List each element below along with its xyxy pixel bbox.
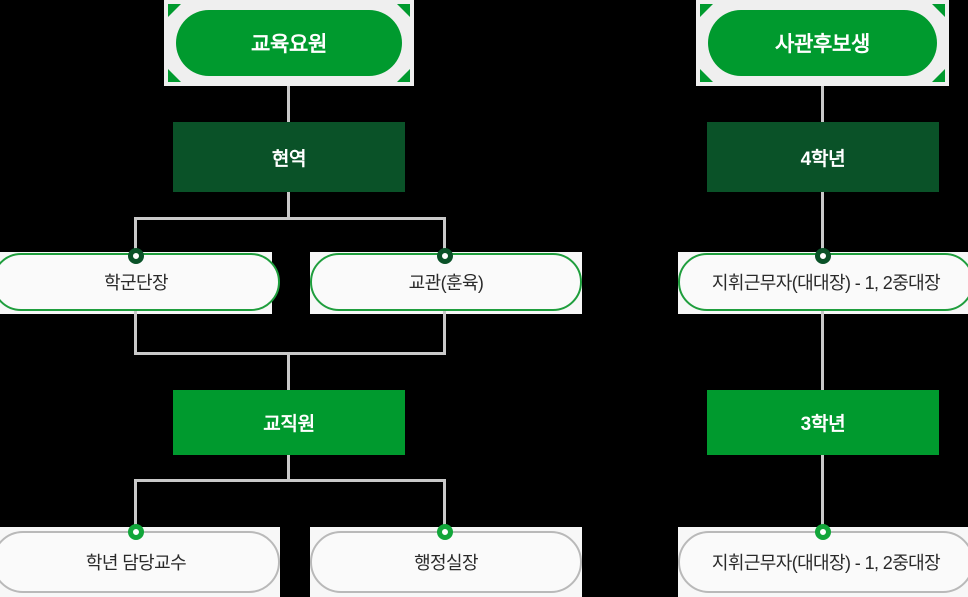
connector-left-band2-drop-a <box>134 479 137 527</box>
connector-dot-left-2a <box>128 524 144 540</box>
band-right-1-label: 4학년 <box>800 148 846 170</box>
pill-left-2a-label: 학년 담당교수 <box>85 553 187 573</box>
connector-right-root-to-band1 <box>821 86 824 122</box>
pill-left-2b-label: 행정실장 <box>414 553 478 573</box>
connector-left-band2-stem <box>287 455 290 481</box>
root-right-label: 사관후보생 <box>774 33 871 56</box>
connector-right-band2-to-pill <box>821 455 824 529</box>
node-pill-left-2b[interactable]: 행정실장 <box>310 531 582 593</box>
band-left-1-label: 현역 <box>271 148 307 170</box>
connector-dot-right-2 <box>815 524 831 540</box>
node-band-left-2[interactable]: 교직원 <box>173 390 405 455</box>
connector-left-band1-drop-a <box>134 217 137 258</box>
node-band-right-1[interactable]: 4학년 <box>707 122 939 192</box>
pill-left-1a-label: 학군단장 <box>104 273 168 293</box>
node-pill-right-2[interactable]: 지휘근무자(대대장) - 1, 2중대장 <box>678 531 968 593</box>
pill-right-1-label: 지휘근무자(대대장) - 1, 2중대장 <box>711 273 941 293</box>
corner-mark-top-left-icon <box>700 4 713 17</box>
node-pill-left-2a[interactable]: 학년 담당교수 <box>0 531 280 593</box>
connector-left-merge-stem <box>287 352 290 390</box>
corner-mark-bottom-right-icon <box>397 69 410 82</box>
connector-left-merge-bar <box>134 352 446 355</box>
corner-mark-top-left-icon <box>168 4 181 17</box>
node-band-left-1[interactable]: 현역 <box>173 122 405 192</box>
connector-left-band1-stem <box>287 192 290 219</box>
pill-right-2-label: 지휘근무자(대대장) - 1, 2중대장 <box>711 553 941 573</box>
connector-right-band1-to-pill <box>821 192 824 256</box>
connector-left-merge-drop-b <box>443 311 446 355</box>
band-left-2-label: 교직원 <box>263 414 315 435</box>
node-root-left[interactable]: 교육요원 <box>164 0 414 86</box>
node-root-right[interactable]: 사관후보생 <box>696 0 949 86</box>
corner-mark-bottom-left-icon <box>168 69 181 82</box>
corner-mark-bottom-right-icon <box>932 69 945 82</box>
connector-dot-left-1b <box>437 248 453 264</box>
pill-left-1b-label: 교관(훈육) <box>408 273 484 293</box>
connector-left-band1-drop-b <box>443 217 446 258</box>
corner-mark-bottom-left-icon <box>700 69 713 82</box>
connector-left-root-to-band1 <box>287 86 290 122</box>
connector-right-pill-to-band2 <box>821 311 824 391</box>
connector-dot-right-1 <box>815 248 831 264</box>
corner-mark-top-right-icon <box>397 4 410 17</box>
connector-left-band2-drop-b <box>443 479 446 527</box>
root-left-pill: 교육요원 <box>176 10 402 76</box>
connector-dot-left-1a <box>128 248 144 264</box>
connector-left-band2-bar <box>134 479 446 482</box>
band-right-2-label: 3학년 <box>800 414 846 435</box>
connector-dot-left-2b <box>437 524 453 540</box>
root-left-label: 교육요원 <box>250 33 328 56</box>
root-right-pill: 사관후보생 <box>708 10 937 76</box>
connector-left-merge-drop-a <box>134 311 137 355</box>
connector-left-band1-bar <box>134 217 446 220</box>
node-band-right-2[interactable]: 3학년 <box>707 390 939 455</box>
corner-mark-top-right-icon <box>932 4 945 17</box>
